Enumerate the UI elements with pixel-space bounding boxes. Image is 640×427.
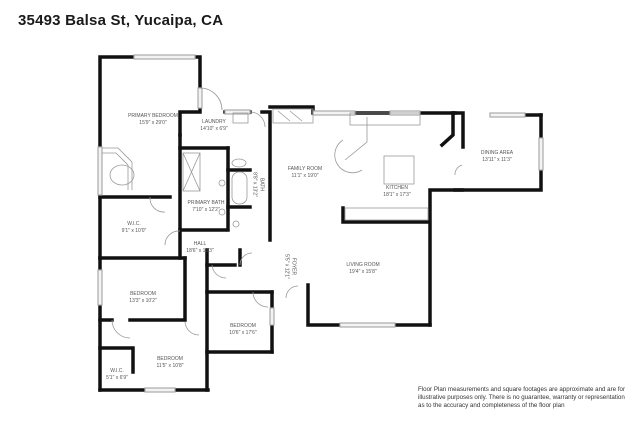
room-kitchen: Kitchen18'1" x 17'3" xyxy=(383,185,411,198)
room-family-room: Family Room11'1" x 19'0" xyxy=(287,166,323,179)
room-bedroom-2: Bedroom10'6" x 17'6" xyxy=(229,323,257,336)
room-bath: Bath8'8" x 13'2" xyxy=(252,172,265,197)
windows xyxy=(97,54,544,393)
room-living-room: Living Room19'4" x 15'8" xyxy=(346,262,380,275)
room-bedroom-3: Bedroom11'5" x 10'8" xyxy=(156,356,184,369)
room-primary-bath: Primary Bath7'10" x 12'2" xyxy=(187,200,225,213)
room-wic-small: W.I.C.5'1" x 6'9" xyxy=(106,368,128,381)
room-dining-area: Dining Area13'11" x 11'3" xyxy=(480,150,514,163)
room-bedroom-1: Bedroom13'3" x 10'2" xyxy=(129,291,157,304)
room-wic-primary: W.I.C.9'1" x 10'0" xyxy=(121,221,147,234)
floor-plan-disclaimer: Floor Plan measurements and square foota… xyxy=(418,386,626,409)
property-address-title: 35493 Balsa St, Yucaipa, CA xyxy=(18,12,224,29)
room-laundry: Laundry14'10" x 6'9" xyxy=(200,119,228,132)
room-foyer: Foyer5'5" x 12'1" xyxy=(284,254,297,279)
fixtures xyxy=(102,87,463,339)
walls xyxy=(98,55,543,392)
room-hall: Hall18'6" x 13'3" xyxy=(186,241,214,254)
room-primary-bedroom: Primary Bedroom15'9" x 29'0" xyxy=(128,113,178,126)
